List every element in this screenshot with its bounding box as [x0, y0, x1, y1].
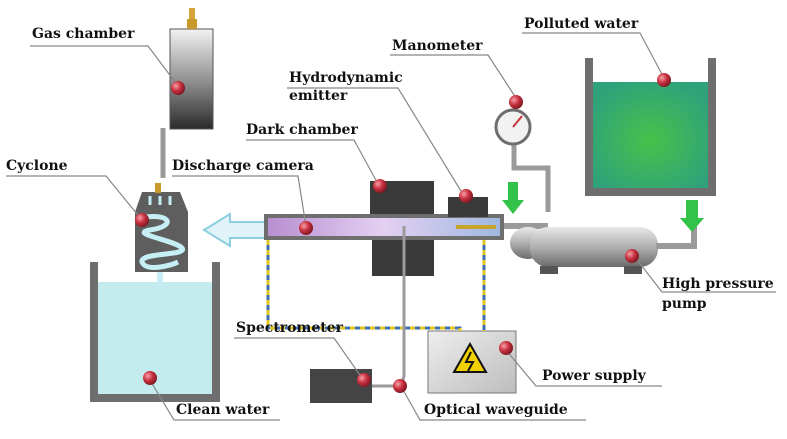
label-polluted-water: Polluted water	[524, 16, 639, 32]
label-cyclone: Cyclone	[6, 158, 68, 174]
marker-dark-chamber	[373, 179, 387, 193]
power-supply	[427, 330, 517, 394]
label-manometer: Manometer	[392, 38, 483, 54]
polluted-water-tank	[585, 58, 716, 196]
high-pressure-pump	[504, 223, 697, 274]
marker-clean-water	[143, 371, 157, 385]
label-high-pressure-pump-line2: pump	[662, 296, 707, 312]
marker-discharge-camera	[299, 221, 313, 235]
marker-high-pressure-pump	[625, 249, 639, 263]
label-high-pressure-pump-line1: High pressure	[662, 276, 774, 292]
marker-spectrometer	[357, 373, 371, 387]
gas-chamber	[169, 8, 214, 130]
label-hydrodynamic-emitter-line2: emitter	[289, 88, 348, 104]
label-clean-water: Clean water	[176, 402, 270, 418]
label-hydrodynamic-emitter-line1: Hydrodynamic	[289, 70, 403, 86]
leader-lines	[6, 32, 776, 421]
cyclone	[135, 183, 188, 272]
label-power-supply: Power supply	[542, 368, 646, 384]
marker-gas-chamber	[171, 81, 185, 95]
marker-power-supply	[499, 341, 513, 355]
inflow-arrow	[502, 182, 524, 214]
marker-hydrodynamic-emitter	[459, 189, 473, 203]
label-gas-chamber: Gas chamber	[32, 26, 135, 42]
gas-flow-arrow	[202, 212, 269, 248]
manometer	[494, 108, 551, 212]
outflow-arrow	[680, 200, 704, 232]
power-cables	[266, 240, 486, 331]
marker-manometer	[509, 95, 523, 109]
label-spectrometer: Spectrometer	[236, 320, 343, 336]
callout-markers	[135, 73, 671, 393]
marker-cyclone	[135, 213, 149, 227]
marker-optical-waveguide	[393, 379, 407, 393]
label-dark-chamber: Dark chamber	[246, 122, 358, 138]
label-optical-waveguide: Optical waveguide	[424, 402, 568, 418]
marker-polluted-water	[657, 73, 671, 87]
label-discharge-camera: Discharge camera	[172, 158, 314, 174]
hydrodynamic-emitter	[448, 197, 488, 217]
